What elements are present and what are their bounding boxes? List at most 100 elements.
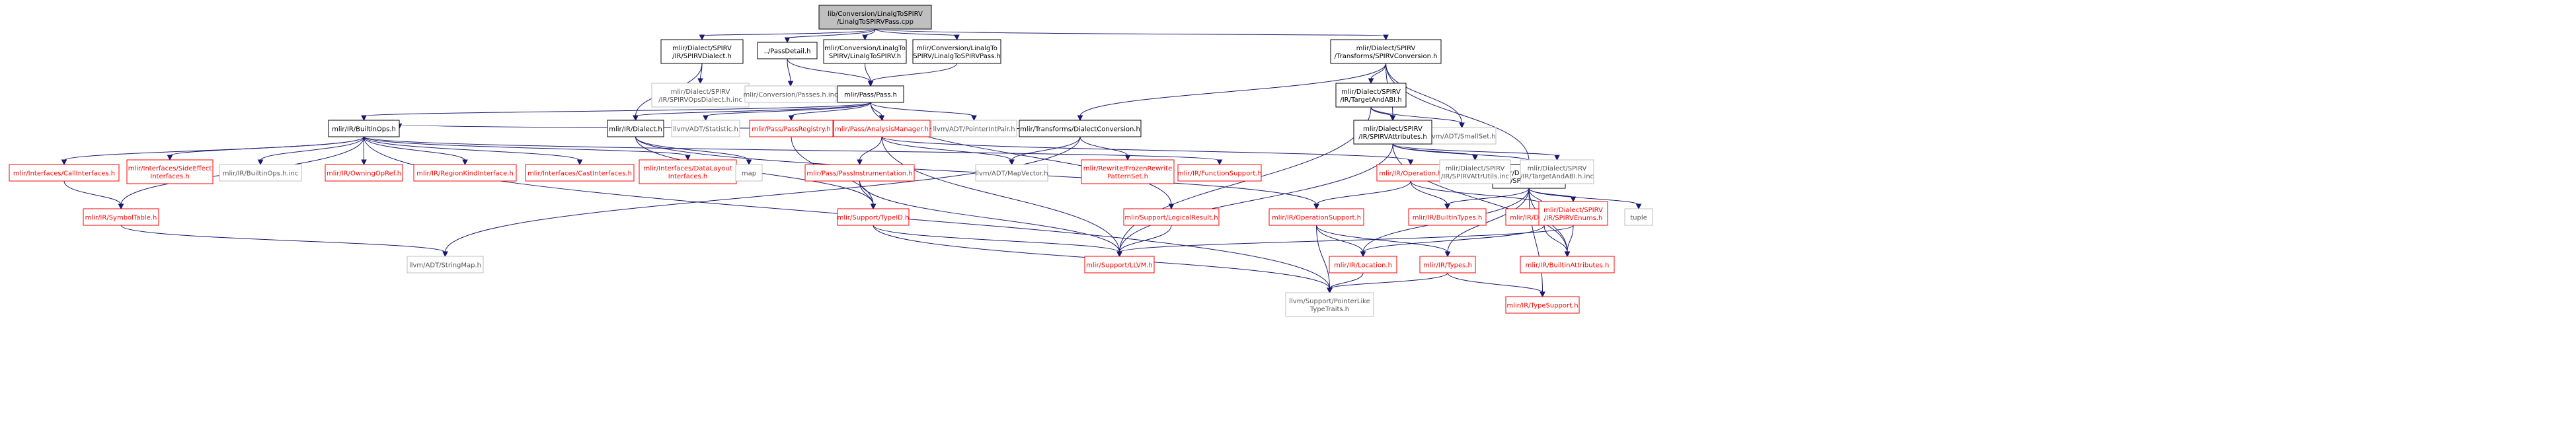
edge-root-to-passdetail [784, 28, 876, 44]
node-builtinops[interactable]: mlir/IR/BuiltinOps.h [328, 120, 400, 137]
node-label: mlir/IR/TypeSupport.h [1506, 303, 1578, 310]
node-label: mlir/Pass/AnalysisManager.h [835, 126, 929, 133]
node-builtintypes[interactable]: mlir/IR/BuiltinTypes.h [1408, 208, 1487, 226]
node-box [607, 120, 664, 137]
edge-diagnostics-to-builtinattributes [1543, 225, 1571, 258]
node-label: mlir/IR/FunctionSupport.h [1177, 170, 1262, 178]
node-analysismanager[interactable]: mlir/Pass/AnalysisManager.h [833, 120, 931, 137]
node-box [1439, 159, 1511, 184]
edge-callinterfaces-to-symboltable [63, 180, 124, 210]
node-box [837, 85, 904, 103]
node-label: mlir/Rewrite/FrozenRewrite [1083, 165, 1173, 172]
edge-targetandabi-to-smallset [1370, 106, 1465, 129]
node-regionkind[interactable]: mlir/IR/RegionKindInterface.h [413, 164, 517, 182]
node-label: /IR/SPIRVAttributes.h [1358, 133, 1426, 141]
node-passesinc: mlir/Conversion/Passes.h.inc [743, 85, 838, 103]
node-box [833, 120, 931, 137]
node-label: mlir/IR/Operation.h [1379, 170, 1442, 178]
node-label: mlir/Interfaces/CallInterfaces.h [13, 170, 115, 178]
node-box [804, 164, 915, 182]
edge-irtypes-to-pointerliketypetraits [1327, 272, 1448, 294]
node-builtinattributes[interactable]: mlir/IR/BuiltinAttributes.h [1520, 256, 1615, 274]
node-box [1538, 201, 1608, 226]
node-spirvconversion[interactable]: mlir/Dialect/SPIRV/Transforms/SPIRVConve… [1330, 39, 1442, 64]
node-label: mlir/Interfaces/SideEffect [128, 165, 212, 172]
node-owningopref[interactable]: mlir/IR/OwningOpRef.h [325, 164, 403, 182]
node-location[interactable]: mlir/IR/Location.h [1329, 256, 1397, 274]
node-pointerintpair: llvm/ADT/PointerIntPair.h [931, 120, 1017, 137]
edge-builtinops-to-builtinopsinc [257, 136, 364, 166]
node-label: mlir/IR/Dialect.h [609, 126, 662, 133]
node-box [325, 164, 403, 182]
edge-spirvtypes-to-irtypes [1444, 188, 1530, 258]
node-spirvattrutilsinc: mlir/Dialect/SPIRV/IR/SPIRVAttrUtils.inc [1439, 159, 1511, 184]
node-box [1081, 159, 1175, 184]
node-label: Interfaces.h [668, 173, 708, 180]
node-root[interactable]: lib/Conversion/LinalgToSPIRV/LinalgToSPI… [818, 5, 932, 30]
node-box [413, 164, 517, 182]
node-label: llvm/ADT/StringMap.h [409, 262, 481, 270]
node-box [735, 164, 763, 182]
node-label: mlir/Transforms/DialectConversion.h [1020, 126, 1140, 133]
node-stringmap: llvm/ADT/StringMap.h [407, 256, 484, 274]
node-typeid[interactable]: mlir/Support/TypeID.h [837, 208, 910, 226]
node-operation[interactable]: mlir/IR/Operation.h [1376, 164, 1445, 182]
node-supportllvm[interactable]: mlir/Support/LLVM.h [1084, 256, 1155, 274]
node-label: mlir/Interfaces/DataLayout [644, 165, 732, 172]
node-statistic: llvm/ADT/Statistic.h [671, 120, 740, 137]
node-label: mlir/Dialect/SPIRV [1446, 165, 1505, 172]
node-passregistry[interactable]: mlir/Pass/PassRegistry.h [749, 120, 834, 137]
node-castinterfaces[interactable]: mlir/Interfaces/CastInterfaces.h [525, 164, 635, 182]
node-label: mlir/Conversion/Passes.h.inc [743, 92, 838, 99]
node-label: mlir/Support/TypeID.h [838, 215, 910, 222]
node-box [1268, 208, 1364, 226]
node-passinstrumentation[interactable]: mlir/Pass/PassInstrumentation.h [804, 164, 915, 182]
edge-symboltable-to-stringmap [120, 225, 448, 258]
node-irdialect[interactable]: mlir/IR/Dialect.h [607, 120, 664, 137]
node-label: mlir/Dialect/SPIRV [671, 89, 730, 96]
node-mapvector: llvm/ADT/MapVector.h [975, 164, 1048, 182]
edge-analysismanager-to-passinstrumentation [857, 136, 882, 166]
node-label: mlir/Dialect/SPIRV [672, 45, 732, 52]
node-box [651, 83, 750, 108]
node-irtypes[interactable]: mlir/IR/Types.h [1419, 256, 1476, 274]
node-box [749, 120, 834, 137]
node-callinterfaces[interactable]: mlir/Interfaces/CallInterfaces.h [9, 164, 120, 182]
node-symboltable[interactable]: mlir/IR/SymbolTable.h [83, 208, 159, 226]
node-targetandabi[interactable]: mlir/Dialect/SPIRV/IR/TargetAndABI.h [1335, 83, 1407, 108]
node-label: mlir/Conversion/LinalgTo [916, 45, 997, 52]
node-functionsupport[interactable]: mlir/IR/FunctionSupport.h [1177, 164, 1262, 182]
node-label: llvm/Support/PointerLike [1289, 298, 1370, 305]
node-spirvdialect[interactable]: mlir/Dialect/SPIRV/IR/SPIRVDialect.h [660, 39, 744, 64]
node-box [1177, 164, 1262, 182]
node-label: /IR/SPIRVEnums.h [1544, 215, 1603, 222]
node-logicalresult[interactable]: mlir/Support/LogicalResult.h [1123, 208, 1220, 226]
edge-passpass-to-pointerintpair [870, 102, 977, 122]
node-linalgtospirvpass[interactable]: mlir/Conversion/LinalgToSPIRV/LinalgToSP… [912, 39, 1001, 64]
edge-linalgtospirvpass-to-passpass [867, 63, 957, 87]
header-nodes: lib/Conversion/LinalgToSPIRV/LinalgToSPI… [9, 5, 1653, 317]
node-label: mlir/Dialect/SPIRV [1543, 207, 1603, 214]
node-spirvenums[interactable]: mlir/Dialect/SPIRV/IR/SPIRVEnums.h [1538, 201, 1608, 226]
node-label: mlir/Dialect/SPIRV [1341, 89, 1401, 96]
node-linalgtospirv[interactable]: mlir/Conversion/LinalgToSPIRV/LinalgToSP… [823, 39, 907, 64]
node-typesupport[interactable]: mlir/IR/TypeSupport.h [1505, 296, 1580, 314]
node-dialectconversion[interactable]: mlir/Transforms/DialectConversion.h [1019, 120, 1142, 137]
node-spirvattributes[interactable]: mlir/Dialect/SPIRV/IR/SPIRVAttributes.h [1353, 120, 1432, 145]
node-passdetail[interactable]: ../PassDetail.h [757, 42, 818, 59]
node-box [1624, 208, 1653, 226]
node-operationsupport[interactable]: mlir/IR/OperationSupport.h [1268, 208, 1364, 226]
node-label: ../PassDetail.h [764, 48, 811, 55]
node-passpass[interactable]: mlir/Pass/Pass.h [837, 85, 904, 103]
edge-spirvtypes-to-builtintypes [1444, 188, 1530, 210]
edge-irdialect-to-map [635, 136, 752, 166]
node-smallset: llvm/ADT/SmallSet.h [1427, 127, 1497, 145]
node-label: mlir/IR/BuiltinOps.h.inc [223, 170, 299, 178]
node-box [126, 159, 214, 184]
node-box [83, 208, 159, 226]
node-label: tuple [1630, 215, 1647, 222]
node-box [639, 159, 737, 184]
